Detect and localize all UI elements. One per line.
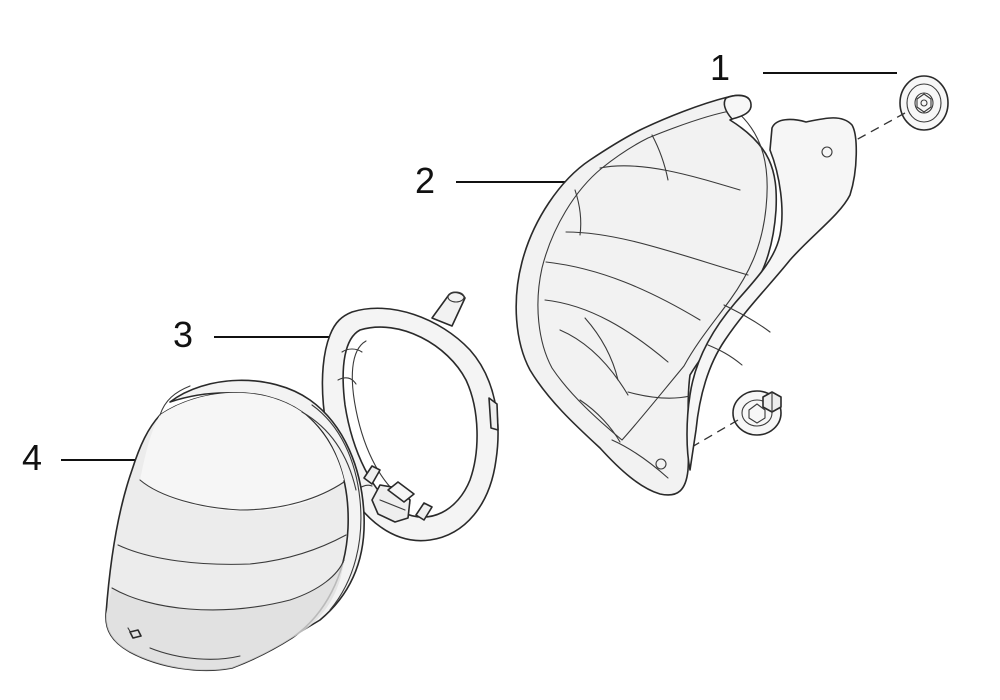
part-1-grommet-top: [899, 75, 949, 131]
part-1-grommet-bottom: [732, 390, 782, 436]
callout-3: 3: [173, 314, 333, 355]
callout-number-4: 4: [22, 437, 42, 478]
part-4-headlight-bowl: [105, 379, 365, 672]
part-2-mounting-bracket: [515, 94, 858, 496]
callout-number-2: 2: [415, 160, 435, 201]
callout-1: 1: [710, 47, 897, 88]
callout-2: 2: [415, 160, 580, 201]
part-3-mounting-ring: [321, 291, 499, 542]
callout-number-3: 3: [173, 314, 193, 355]
callout-number-1: 1: [710, 47, 730, 88]
